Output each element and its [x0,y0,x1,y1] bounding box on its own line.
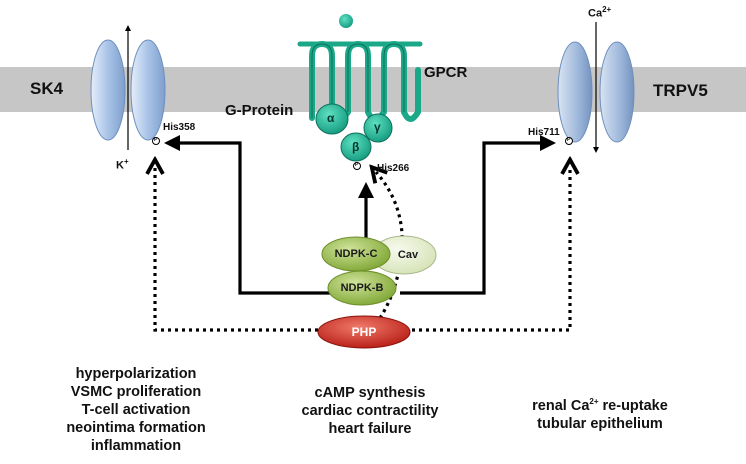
gpcr-label: GPCR [424,64,468,81]
trpv5-phospho-p: P [567,137,571,143]
php-to-sk4-dotted-arrow [155,166,318,332]
outcome-line: T-cell activation [81,402,191,418]
ca-ion-label: Ca2+ [588,5,612,20]
ndpk-to-trpv5-arrow [400,135,556,295]
php-label: PHP [351,325,377,339]
sk4-phospho-p: P [154,137,158,143]
trpv5-outcomes: renal Ca2+ re-uptake tubular epithelium [500,393,700,433]
sk4-phospho-marker [152,137,160,145]
g-gamma-subunit [363,113,393,143]
beta-label: β [352,140,360,154]
outcome-line: hyperpolarization [75,366,197,382]
outcome-line: cardiac contractility [301,403,439,419]
gbeta-phospho-p: P [355,162,359,168]
ndpk-b-oval [327,270,397,306]
sk4-outcomes: hyperpolarization VSMC proliferation T-c… [36,365,236,455]
ndpk-to-sk4-arrow [164,135,338,295]
outcome-line: tubular epithelium [537,415,663,432]
trpv5-phospho-marker [565,137,573,145]
ndpk-c-label: NDPK-C [334,248,378,260]
gpcr-outline [311,43,405,118]
g-beta-subunit [340,132,372,162]
ligand [339,14,353,28]
k-ion-label: K+ [116,157,129,172]
g-alpha-subunit [315,103,349,135]
sk4-channel [90,39,166,141]
outcome-line: heart failure [328,421,412,437]
gbeta-site-label: His266 [377,163,410,174]
php-to-trpv5-dotted-arrow [412,166,570,332]
outcome-line: cAMP synthesis [314,385,426,401]
ndpk-b-label: NDPK-B [340,282,384,294]
outcome-line: inflammation [90,438,182,454]
outcome-line: VSMC proliferation [70,384,202,400]
gamma-label: γ [374,120,381,134]
gbeta-phospho-marker [353,162,361,170]
trpv5-label: TRPV5 [653,81,708,100]
gpcr-outcomes: cAMP synthesis cardiac contractility hea… [280,384,460,438]
outcome-line: neointima formation [66,420,206,436]
g-protein-label: G-Protein [225,102,294,119]
sk4-label: SK4 [30,79,64,98]
sk4-site-label: His358 [163,122,196,133]
cav-label: Cav [397,249,419,261]
outcome-line: renal Ca2+ re-uptake [532,397,668,414]
php-oval [317,315,411,349]
trpv5-channel [557,41,635,143]
trpv5-site-label: His711 [528,127,560,138]
alpha-label: α [327,111,335,125]
